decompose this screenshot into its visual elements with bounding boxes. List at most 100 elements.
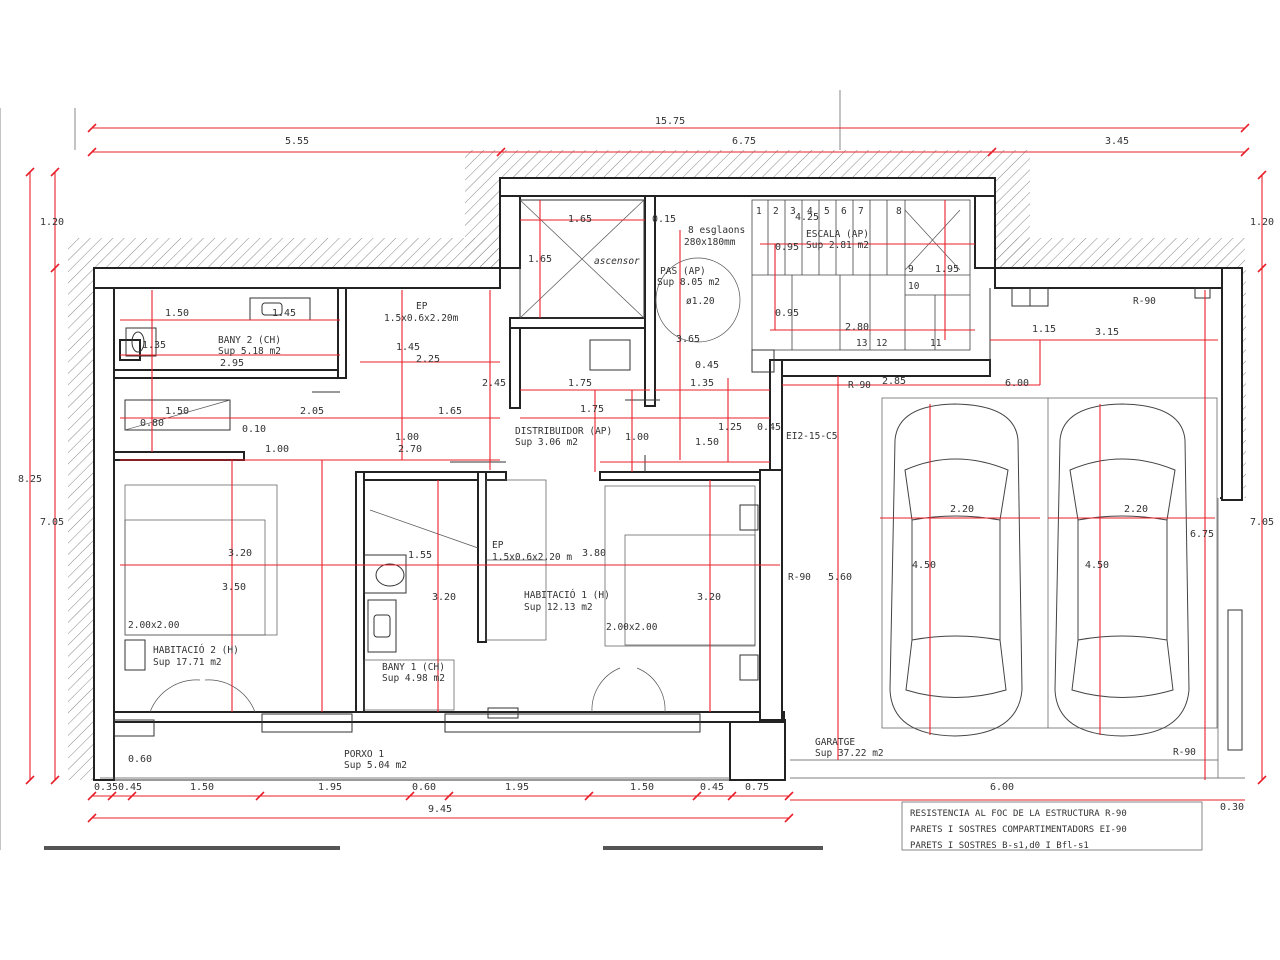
distribuidor-name: DISTRIBUIDOR (AP) [515, 426, 612, 437]
ascensor-label: ascensor [594, 256, 640, 267]
dim-100c: 1.00 [625, 432, 649, 443]
ep-top-size: 1.5x0.6x2.20m [384, 313, 459, 324]
outer-walls [93, 177, 1243, 781]
habitacio1-bed [591, 485, 759, 713]
dim-145b: 1.45 [396, 342, 420, 353]
habitacio1-name: HABITACIÓ 1 (H) [524, 589, 610, 601]
dim-bottom-total: 9.45 [428, 804, 452, 815]
dim-015: 0.15 [652, 214, 676, 225]
dim-270: 2.70 [398, 444, 422, 455]
dim-left-lower: 7.05 [40, 517, 64, 528]
step-12: 12 [876, 338, 887, 349]
dim-top-right: 3.45 [1105, 136, 1129, 147]
dim-150: 1.50 [165, 308, 189, 319]
dim-bottom-garage: 6.00 [990, 782, 1014, 793]
dim-150c: 1.50 [695, 437, 719, 448]
dim-bottom-8: 0.45 [700, 782, 724, 793]
facade-elements [100, 707, 730, 779]
ep-wardrobe [369, 479, 547, 641]
dim-total-width: 15.75 [655, 116, 685, 127]
step-1: 1 [756, 206, 762, 217]
step-3: 3 [790, 206, 796, 217]
dim-bottom-1: 0.35 [94, 782, 118, 793]
dim-220a: 2.20 [950, 504, 974, 515]
dim-150b: 1.50 [165, 406, 189, 417]
porxo-name: PORXO 1 [344, 749, 384, 760]
car-right [1054, 403, 1190, 737]
note-line-3: PARETS I SOSTRES B-s1,d0 I Bfl-s1 [910, 841, 1089, 851]
habitacio2-bed [124, 484, 278, 713]
dim-145: 1.45 [272, 308, 296, 319]
ei2-label: EI2-15-C5 [786, 431, 837, 442]
dim-bottom-4: 1.95 [318, 782, 342, 793]
fire-resistance-notes: RESISTENCIA AL FOC DE LA ESTRUCTURA R-90… [901, 801, 1203, 851]
dim-100a: 1.00 [395, 432, 419, 443]
dim-205: 2.05 [300, 406, 324, 417]
bany1-fixtures [363, 554, 455, 711]
dim-560: 5.60 [828, 572, 852, 583]
dim-380: 3.80 [582, 548, 606, 559]
dim-045: 0.45 [695, 360, 719, 371]
dim-195: 1.95 [935, 264, 959, 275]
dim-280: 2.80 [845, 322, 869, 333]
turning-circle [655, 257, 741, 343]
escala-size: 280x180mm [684, 237, 736, 248]
title-bar-left [44, 846, 340, 850]
dim-600: 6.00 [1005, 378, 1029, 389]
dim-060: 0.60 [128, 754, 152, 765]
garatge-area: Sup 37.22 m2 [815, 748, 884, 759]
dim-010: 0.10 [242, 424, 266, 435]
dim-080: 0.80 [140, 418, 164, 429]
dim-bottom-2: 0.45 [118, 782, 142, 793]
habitacio1-bed: 2.00x2.00 [606, 622, 658, 633]
pas-name: PAS (AP) [660, 266, 706, 277]
bany1-area: Sup 4.98 m2 [382, 673, 445, 684]
habitacio1-area: Sup 12.13 m2 [524, 602, 593, 613]
interior-walls [113, 195, 991, 723]
garage-area [790, 397, 1245, 779]
distribuidor-area: Sup 3.06 m2 [515, 437, 578, 448]
dim-320b: 3.20 [432, 592, 456, 603]
dim-bottom-6: 1.95 [505, 782, 529, 793]
dim-left-top: 1.20 [40, 217, 64, 228]
step-2: 2 [773, 206, 779, 217]
dim-285: 2.85 [882, 376, 906, 387]
dim-175b: 1.75 [580, 404, 604, 415]
step-9: 9 [908, 264, 914, 275]
dim-top-mid: 6.75 [732, 136, 756, 147]
staircase [751, 199, 971, 373]
dim-bottom-7: 1.50 [630, 782, 654, 793]
note-line-1: RESISTENCIA AL FOC DE LA ESTRUCTURA R-90 [910, 809, 1127, 819]
step-10: 10 [908, 281, 920, 292]
dim-right-inner: 6.75 [1190, 529, 1214, 540]
dimension-text: 15.75 5.55 6.75 3.45 1.20 8.25 7.05 1.20… [18, 116, 1274, 815]
dim-right-lower: 7.05 [1250, 517, 1274, 528]
dim-450b: 4.50 [1085, 560, 1109, 571]
step-13: 13 [856, 338, 867, 349]
dim-125: 1.25 [718, 422, 742, 433]
dim-100b: 1.00 [265, 444, 289, 455]
dim-bottom-5: 0.60 [412, 782, 436, 793]
dim-295: 2.95 [220, 358, 244, 369]
dim-165a: 1.65 [568, 214, 592, 225]
structural-labels: R-90 R-90 R-90 R-90 EI2-15-C5 1 2 3 4 5 … [756, 206, 1196, 758]
dim-425: 4.25 [795, 212, 819, 223]
dim-320a: 3.20 [228, 548, 252, 559]
dim-right-top: 1.20 [1250, 217, 1274, 228]
distribuidor-items [450, 339, 660, 472]
escala-steps: 8 esglaons [688, 225, 745, 236]
bany2-name: BANY 2 (CH) [218, 335, 281, 346]
dim-left-total: 8.25 [18, 474, 42, 485]
pas-diam: ø1.20 [686, 296, 715, 307]
step-8: 8 [896, 206, 902, 217]
dim-095a: 0.95 [775, 242, 799, 253]
bany2-fixtures [124, 297, 340, 431]
step-4: 4 [807, 206, 813, 217]
dim-350: 3.50 [222, 582, 246, 593]
dimension-lines [25, 123, 1267, 823]
r90-stair: R-90 [848, 380, 871, 391]
dim-320c: 3.20 [697, 592, 721, 603]
r90-top: R-90 [1133, 296, 1156, 307]
dim-045b: 0.45 [757, 422, 781, 433]
